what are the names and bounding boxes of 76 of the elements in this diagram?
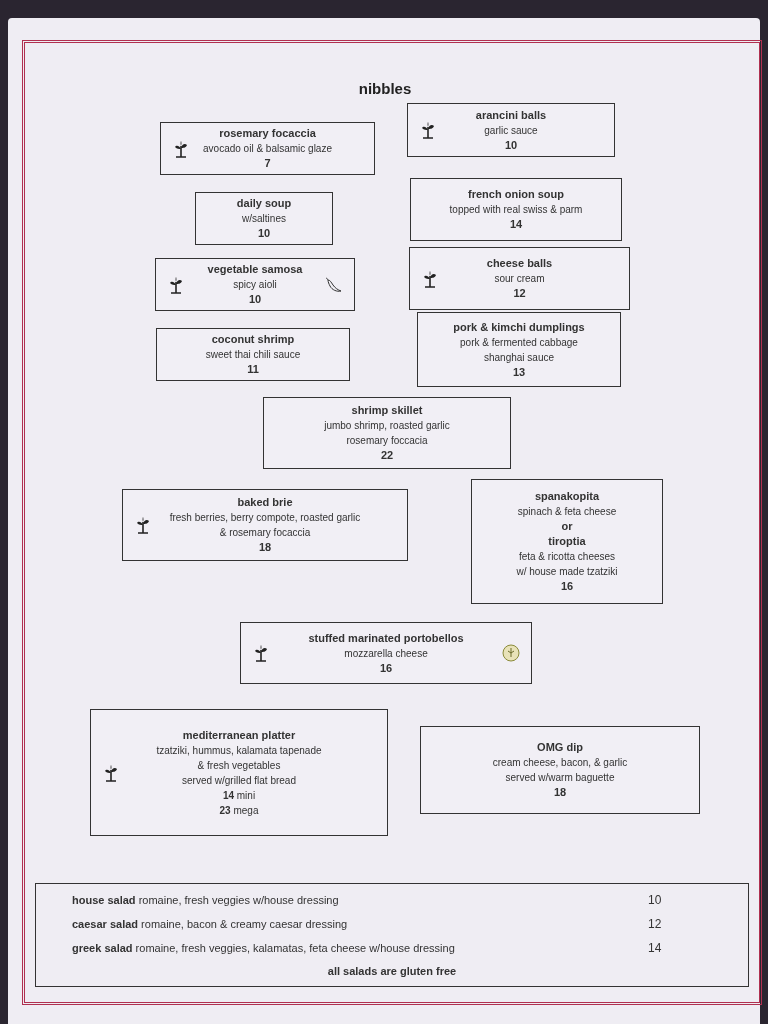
item-description: & rosemary focaccia	[219, 526, 311, 540]
item-description: tzatziki, hummus, kalamata tapenade	[156, 743, 322, 758]
item-name: baked brie	[237, 495, 293, 510]
item-name: stuffed marinated portobellos	[308, 630, 464, 646]
price: 16	[560, 579, 574, 594]
menu-item-box	[160, 122, 375, 175]
salad-description: caesar salad romaine, bacon & creamy caesar dressing	[72, 917, 348, 932]
menu-title: nibbles	[357, 79, 413, 99]
item-name: rosemary focaccia	[219, 126, 316, 141]
item-name: arancini balls	[475, 107, 547, 123]
menu-item-box	[195, 192, 333, 245]
item-description: avocado oil & balsamic glaze	[203, 142, 332, 156]
price: 22	[380, 448, 394, 463]
item-name: tiroptia	[548, 534, 586, 549]
menu-item-box	[240, 622, 532, 684]
price: 10	[257, 226, 271, 241]
item-description: garlic sauce	[484, 123, 538, 138]
item-name: cheese balls	[486, 256, 553, 271]
salad-note: all salads are gluten free	[327, 965, 457, 977]
price: 7	[264, 156, 271, 171]
menu-item-box	[155, 258, 355, 311]
item-description: rosemary foccacia	[346, 434, 428, 448]
menu-item-box	[409, 247, 630, 310]
item-description: & fresh vegetables	[197, 758, 281, 773]
menu-item-box	[410, 178, 622, 241]
item-name: coconut shrimp	[211, 332, 295, 347]
item-name: vegetable samosa	[207, 262, 303, 277]
item-name: french onion soup	[468, 187, 564, 202]
price: 16	[379, 660, 393, 676]
menu-item-box	[156, 328, 350, 381]
item-name: pork & kimchi dumplings	[453, 319, 585, 335]
price: 18	[553, 785, 567, 800]
price: 14	[648, 940, 663, 957]
menu-item-box	[471, 479, 663, 604]
item-description: shanghai sauce	[483, 350, 555, 365]
item-name: daily soup	[236, 196, 292, 211]
item-description: w/saltines	[242, 212, 286, 226]
price: 12	[513, 286, 526, 301]
price: 11	[247, 362, 259, 377]
item-name: or	[561, 519, 573, 534]
price: 13	[512, 364, 526, 380]
item-description: 14 mini	[222, 788, 256, 803]
item-description: served w/grilled flat bread	[182, 773, 296, 788]
item-description: served w/warm baguette	[505, 771, 615, 785]
item-description: mozzarella cheese	[344, 646, 428, 661]
item-description: sour cream	[494, 272, 545, 286]
item-description: pork & fermented cabbage	[460, 335, 578, 350]
item-description: spinach & feta cheese	[517, 505, 617, 519]
item-description: topped with real swiss & parm	[449, 203, 583, 217]
salad-box	[35, 883, 749, 987]
item-description: sweet thai chili sauce	[205, 348, 301, 362]
item-description: fresh berries, berry compote, roasted garlic	[169, 511, 361, 525]
price: 12	[648, 916, 663, 933]
item-name: OMG dip	[537, 740, 583, 755]
item-description: feta & ricotta cheeses	[518, 550, 616, 564]
price: 10	[248, 292, 262, 307]
item-description: cream cheese, bacon, & garlic	[492, 756, 628, 770]
price: 14	[509, 217, 523, 232]
item-description: w/ house made tzatziki	[516, 565, 618, 579]
price: 10	[648, 892, 663, 909]
price: 10	[504, 137, 518, 153]
price: 18	[258, 540, 272, 555]
item-name: spanakopita	[534, 489, 600, 504]
item-description: spicy aioli	[233, 278, 277, 292]
menu-item-box	[90, 709, 388, 836]
item-description: jumbo shrimp, roasted garlic	[324, 419, 450, 433]
menu-item-box	[417, 312, 621, 387]
salad-description: greek salad romaine, fresh veggies, kalamatas, feta cheese w/house dressing	[72, 941, 455, 956]
menu-item-box	[263, 397, 511, 469]
menu-item-box	[420, 726, 700, 814]
menu-item-box	[122, 489, 408, 561]
menu-item-box	[407, 103, 615, 157]
item-description: 23 mega	[219, 803, 259, 818]
item-name: mediterranean platter	[182, 727, 296, 743]
item-name: shrimp skillet	[351, 403, 423, 418]
salad-description: house salad romaine, fresh veggies w/house dressing	[72, 893, 339, 908]
